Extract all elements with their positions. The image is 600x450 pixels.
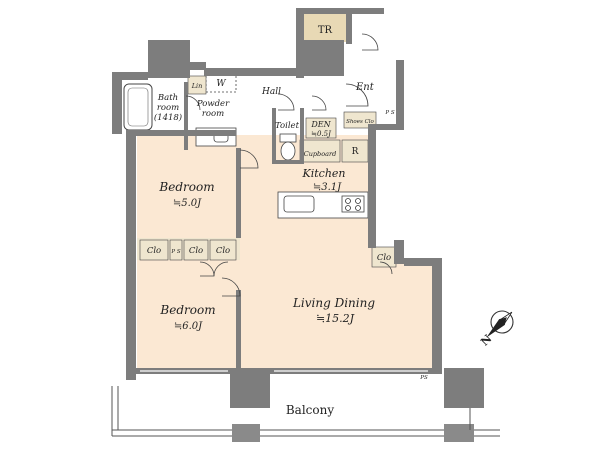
label-r: R	[352, 147, 359, 157]
label-den-size: ≒0.5J	[311, 130, 332, 138]
label-clo-1: Clo	[147, 246, 161, 256]
label-powder-1: Powder	[196, 99, 230, 109]
label-living-size: ≒15.2J	[316, 312, 355, 325]
label-lin: Lin	[191, 82, 203, 90]
compass-needle-south	[499, 311, 513, 325]
label-clo-3: Clo	[216, 246, 230, 256]
closet-box-3	[209, 239, 237, 261]
label-bath-3: (1418)	[154, 112, 182, 123]
toilet-icon	[279, 133, 297, 161]
label-clo-2: Clo	[189, 246, 203, 256]
compass-n-label: N	[478, 332, 494, 348]
door-powder	[185, 95, 201, 111]
label-bath-1: Bath	[157, 93, 178, 103]
door-tr	[361, 33, 379, 51]
wall-right	[432, 258, 442, 370]
wall-kitchen-right	[368, 124, 376, 248]
room-labels: TR Ent Hall W Lin Bath room (1418) Powde…	[147, 25, 428, 417]
label-kitchen-size: ≒3.1J	[313, 182, 342, 193]
stove-icon	[341, 195, 365, 213]
label-cupboard: Cupboard	[304, 150, 337, 158]
balcony-area	[111, 386, 500, 442]
label-ps-upper: P S	[384, 110, 394, 116]
kitchen-sink	[283, 195, 315, 213]
label-ps-small: PS	[419, 375, 428, 381]
label-bedroom-1: Bedroom	[158, 180, 214, 194]
label-shoes-clo: Shoes Clo	[346, 119, 374, 125]
wall-left	[126, 130, 136, 380]
label-w: W	[216, 79, 226, 89]
door-closet-2	[213, 261, 229, 277]
bedroom-1-floor	[137, 135, 240, 238]
den-closet	[305, 117, 337, 139]
closet-box-2	[183, 239, 209, 261]
balcony-pillar-left	[232, 424, 260, 442]
door-bedroom-2	[221, 277, 241, 297]
label-ps-lower: P S	[170, 249, 180, 255]
compass-rose: N	[478, 310, 514, 349]
column-bottom-right	[444, 368, 484, 408]
door-entrance	[345, 83, 369, 107]
door-living-closet	[379, 261, 393, 275]
label-ent: Ent	[355, 82, 375, 93]
compass-needle-north	[486, 317, 507, 338]
label-hall: Hall	[261, 87, 281, 97]
label-clo-4: Clo	[377, 253, 391, 263]
door-den	[311, 95, 327, 111]
column-top-middle	[296, 40, 344, 76]
label-bath-2: room	[157, 103, 179, 113]
label-tr: TR	[318, 25, 333, 36]
door-hall	[277, 93, 295, 111]
door-bedroom-1	[239, 149, 259, 169]
tr-storage-floor	[302, 12, 348, 42]
balcony-pillar-right	[444, 424, 474, 442]
label-bedroom-1-size: ≒5.0J	[173, 198, 202, 209]
closet-box-1	[139, 239, 169, 261]
column-top-left	[148, 40, 190, 78]
label-kitchen: Kitchen	[302, 167, 346, 180]
compass-ring	[490, 310, 514, 334]
column-bottom-left	[230, 368, 270, 408]
label-balcony: Balcony	[286, 403, 334, 417]
bedroom-closets	[139, 239, 237, 261]
label-living-dining: Living Dining	[292, 296, 375, 310]
doors	[185, 33, 393, 297]
label-bedroom-2: Bedroom	[159, 303, 215, 317]
ps-box-lower	[169, 239, 183, 261]
label-den: DEN	[310, 120, 331, 129]
label-toilet: Toilet	[275, 121, 300, 131]
label-powder-2: room	[202, 109, 224, 119]
label-bedroom-2-size: ≒6.0J	[174, 321, 203, 332]
